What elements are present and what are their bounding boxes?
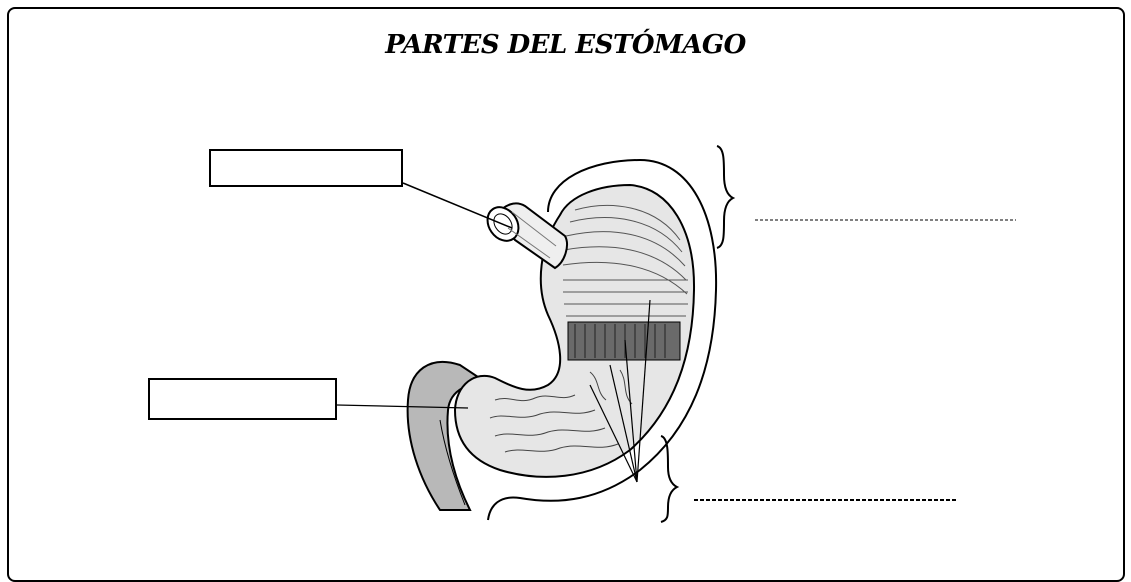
top-brace — [717, 146, 733, 248]
esophagus — [481, 201, 567, 268]
stomach-diagram — [0, 0, 1131, 565]
label-box-top[interactable] — [209, 149, 403, 187]
label-box-bottom[interactable] — [148, 378, 337, 420]
worksheet: PARTES DEL ESTÓMAGO — [0, 0, 1131, 565]
pointer-line-top — [403, 183, 512, 228]
